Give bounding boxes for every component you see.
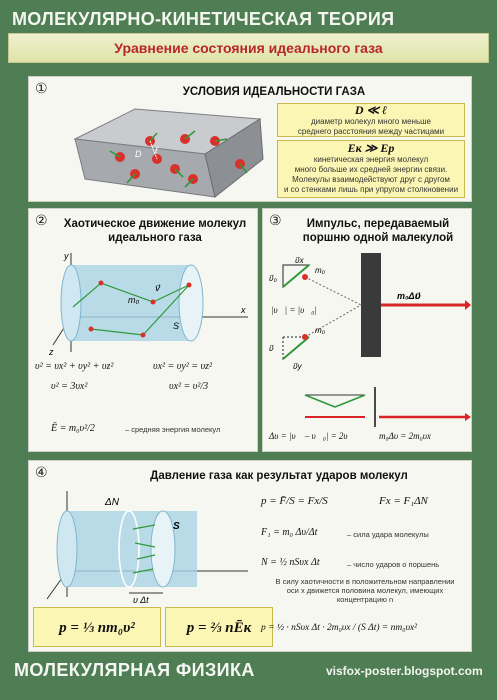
eq-delta-v: Δυ = |υ⃗ – υ⃗₀| = 2υ bbox=[269, 431, 348, 441]
chaos-note-2: оси x движется половина молекул, имеющих bbox=[286, 586, 444, 595]
piston-4 bbox=[150, 510, 176, 588]
distance-line bbox=[149, 140, 158, 160]
eq-final-pressure: p = ½ · nSυx Δt · 2m₀υx / (S Δt) = nm₀υx… bbox=[261, 623, 417, 633]
footer-site[interactable]: visfox-poster.blogspot.com bbox=[326, 664, 483, 678]
panel-3-number: ③ bbox=[269, 213, 282, 229]
label-m0-bottom: m₀ bbox=[315, 326, 326, 335]
eq-vx-squared: υx² = υ²/3 bbox=[169, 381, 209, 392]
panel-chaotic-motion: ② Хаотическое движение молекул идеальног… bbox=[28, 208, 258, 452]
eq-pressure-force: p = F̄/S = Fx/S bbox=[261, 495, 328, 507]
impulse-diagram: m₀ m₀ υ⃗x υ⃗₀ υ⃗ υ⃗y m₀Δυ⃗ bbox=[269, 253, 471, 427]
condition-2-text4: и со стенками лишь при упругом столкнове… bbox=[283, 185, 459, 194]
condition-2-formula: Eк ≫ Eр bbox=[347, 141, 395, 155]
panel-4-title: Давление газа как результат ударов молек… bbox=[150, 470, 408, 482]
panel-3-title-1: Импульс, передаваемый bbox=[306, 218, 450, 230]
panel-1-title: УСЛОВИЯ ИДЕАЛЬНОСТИ ГАЗА bbox=[182, 86, 366, 98]
result-box-1: p = ⅓ nm₀υ² bbox=[33, 607, 161, 647]
panel-3-title-2: поршню одной малекулой bbox=[302, 232, 454, 244]
condition-2-box: Eк ≫ Eр кинетическая энергия молекул мно… bbox=[277, 140, 465, 198]
condition-2-text3: Молекулы взаимодействуют друг с другом bbox=[292, 175, 450, 184]
result-formula-1: p = ⅓ nm₀υ² bbox=[59, 620, 135, 636]
eq-components-equal: υx² = υy² = υz² bbox=[153, 361, 213, 372]
panel-2-number: ② bbox=[35, 213, 48, 229]
piston bbox=[178, 264, 204, 342]
eq-impacts: N = ½ nSυx Δt bbox=[261, 557, 320, 568]
label-v: υ⃗ bbox=[269, 344, 274, 353]
pressure-cylinder-diagram: ΔN S υ Δt bbox=[46, 491, 248, 605]
panel-pressure: ④ Давление газа как результат ударов мол… bbox=[28, 460, 472, 652]
gas-box-illustration: D ℓ bbox=[73, 108, 264, 198]
condition-2-text2: много больше их средней энергии связи. bbox=[294, 165, 448, 174]
label-l: ℓ bbox=[154, 145, 158, 155]
panel-2-title-2: идеального газа bbox=[108, 232, 202, 244]
label-v: v⃗ bbox=[155, 283, 161, 293]
axis-z-label: z bbox=[48, 347, 54, 357]
piston-plate bbox=[361, 253, 381, 357]
label-S: S bbox=[173, 321, 179, 331]
label-vx: υ⃗x bbox=[295, 256, 305, 265]
subtitle-bar: Уравнение состояния идеального газа bbox=[8, 33, 489, 63]
molecule-arrows bbox=[132, 524, 156, 574]
footer-title: МОЛЕКУЛЯРНАЯ ФИЗИКА bbox=[14, 660, 255, 680]
eq-impacts-note: – число ударов о поршень bbox=[347, 560, 440, 569]
eq-mean-energy: Ē = m₀υ²/2 bbox=[51, 423, 95, 434]
eq-velocity-sum: υ² = υx² + υy² + υz² bbox=[35, 361, 114, 372]
condition-2-text1: кинетическая энергия молекул bbox=[313, 155, 429, 164]
eq-mean-energy-note: – средняя энергия молекул bbox=[125, 425, 221, 434]
chaos-note-1: В силу хаотичности в положительном напра… bbox=[275, 577, 455, 586]
eq-modulus: |υ⃗| = |υ⃗₀| bbox=[271, 305, 317, 315]
panel-2-title-1: Хаотическое движение молекул bbox=[63, 218, 247, 230]
result-box-2: p = ⅔ nĒк bbox=[165, 607, 273, 647]
chaos-note: В силу хаотичности в положительном напра… bbox=[261, 577, 469, 604]
eq-molecule-force: F₁ = m₀ Δυ/Δt bbox=[261, 527, 318, 538]
triangle-after bbox=[282, 336, 311, 361]
eq-force-sum: Fx = F₁ΔN bbox=[379, 495, 428, 507]
condition-1-formula: D ≪ ℓ bbox=[354, 103, 388, 117]
chaos-note-3: концентрацию n bbox=[336, 595, 394, 604]
label-v0: υ⃗₀ bbox=[269, 274, 278, 283]
subtitle: Уравнение состояния идеального газа bbox=[114, 40, 383, 56]
eq-molecule-force-note: – сила удара молекулы bbox=[347, 530, 429, 539]
axis-x-label: x bbox=[240, 305, 246, 315]
delta-v-triangle bbox=[304, 394, 366, 408]
label-D: D bbox=[135, 149, 142, 159]
label-m0-top: m₀ bbox=[315, 266, 326, 275]
molecule-path bbox=[72, 282, 190, 336]
label-m0: m₀ bbox=[128, 295, 139, 305]
condition-1-text1: диаметр молекул много меньше bbox=[311, 117, 431, 126]
label-vdt: υ Δt bbox=[133, 595, 149, 605]
label-S-4: S bbox=[173, 521, 180, 532]
cylinder-diagram: y x z m₀ v⃗ S bbox=[48, 251, 248, 357]
axis-y-label: y bbox=[63, 251, 69, 261]
panel-1-number: ① bbox=[35, 81, 48, 97]
collision-points bbox=[88, 280, 192, 338]
label-vy: υ⃗y bbox=[293, 362, 303, 371]
condition-1-text2: среднего расстояния между частицами bbox=[297, 127, 445, 136]
eq-impulse: m₀Δυ = 2m₀υx bbox=[379, 431, 431, 441]
cylinder-end bbox=[60, 264, 82, 342]
main-title: МОЛЕКУЛЯРНО-КИНЕТИЧЕСКАЯ ТЕОРИЯ ИДЕАЛЬНО… bbox=[12, 9, 395, 55]
condition-1-box: D ≪ ℓ диаметр молекул много меньше средн… bbox=[277, 103, 465, 137]
label-force: m₀Δυ⃗ bbox=[397, 291, 421, 301]
label-dN: ΔN bbox=[104, 497, 120, 508]
panel-impulse: ③ Импульс, передаваемый поршню одной мал… bbox=[262, 208, 472, 452]
result-formula-2: p = ⅔ nĒк bbox=[186, 620, 252, 636]
velocity-arrows bbox=[109, 130, 248, 188]
panel-4-number: ④ bbox=[35, 465, 48, 481]
panel-ideal-conditions: ① УСЛОВИЯ ИДЕАЛЬНОСТИ ГАЗА D ℓ D ≪ ℓ диа… bbox=[28, 76, 472, 202]
eq-v-squared: υ² = 3υx² bbox=[51, 381, 88, 392]
